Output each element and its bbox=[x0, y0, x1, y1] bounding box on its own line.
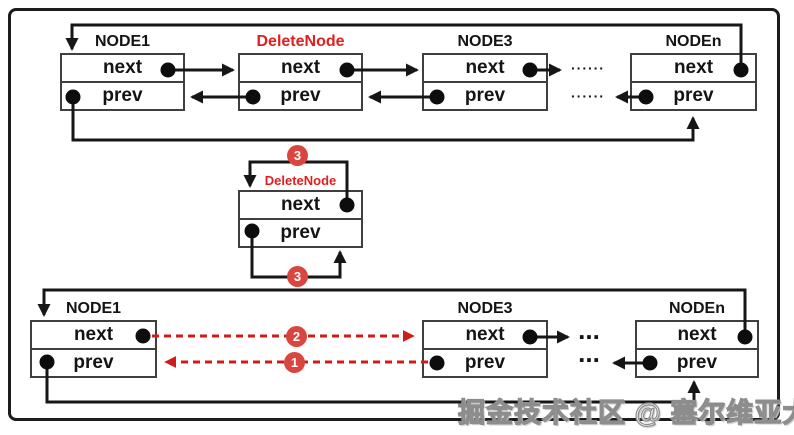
step-badge-2: 2 bbox=[286, 326, 307, 347]
prev-cell: prev bbox=[240, 83, 361, 109]
prev-cell: prev bbox=[424, 350, 546, 376]
next-cell: next bbox=[62, 55, 183, 83]
bottom-node1-box: NODE1 next prev bbox=[30, 300, 157, 378]
step-badge-3-top: 3 bbox=[287, 145, 308, 166]
next-cell-label: next bbox=[280, 194, 321, 215]
next-cell: next bbox=[240, 55, 361, 83]
top-node3-box: NODE3 next prev bbox=[422, 33, 548, 111]
prev-cell-label: prev bbox=[280, 222, 321, 243]
bottom-noden-title: NODEn bbox=[669, 300, 725, 317]
bottom-node1-title: NODE1 bbox=[65, 300, 122, 317]
prev-cell-label: prev bbox=[102, 85, 143, 106]
watermark-text: 掘金技术社区 @ 塞尔维亚大汉 bbox=[457, 397, 794, 428]
top-deletenode-box: DeleteNode next prev bbox=[238, 33, 363, 111]
top-noden-box: NODEn next prev bbox=[630, 33, 757, 111]
ellipsis-top-next: ······ bbox=[571, 60, 605, 76]
next-cell-label: next bbox=[280, 57, 321, 78]
prev-cell-label: prev bbox=[280, 85, 321, 106]
next-cell-label: next bbox=[73, 324, 114, 345]
next-cell: next bbox=[424, 322, 546, 350]
prev-cell-label: prev bbox=[676, 352, 718, 373]
middle-deletenode-box: DeleteNode next prev bbox=[238, 173, 363, 248]
bottom-noden-box: NODEn next prev bbox=[635, 300, 759, 378]
next-cell: next bbox=[240, 192, 361, 220]
top-noden-title: NODEn bbox=[665, 33, 722, 50]
next-cell: next bbox=[424, 55, 546, 83]
middle-deletenode-title: DeleteNode bbox=[264, 173, 337, 188]
top-node3-title: NODE3 bbox=[457, 33, 513, 50]
top-node1-box: NODE1 next prev bbox=[60, 33, 185, 111]
ellipsis-bottom-prev: ... bbox=[578, 338, 600, 368]
next-cell-label: next bbox=[465, 324, 505, 345]
top-node1-title: NODE1 bbox=[94, 33, 151, 50]
ellipsis-top-prev: ······ bbox=[571, 88, 605, 104]
next-cell: next bbox=[637, 322, 757, 350]
next-cell-label: next bbox=[673, 57, 714, 78]
prev-cell-label: prev bbox=[673, 85, 714, 106]
prev-cell: prev bbox=[240, 220, 361, 246]
prev-cell: prev bbox=[637, 350, 757, 376]
bottom-node3-box: NODE3 next prev bbox=[422, 300, 548, 378]
top-deletenode-title: DeleteNode bbox=[256, 33, 345, 50]
prev-cell-label: prev bbox=[464, 85, 506, 106]
step-badge-1: 1 bbox=[284, 352, 305, 373]
prev-cell: prev bbox=[632, 83, 755, 109]
prev-cell: prev bbox=[62, 83, 183, 109]
next-cell-label: next bbox=[102, 57, 143, 78]
prev-cell-label: prev bbox=[464, 352, 506, 373]
next-cell-label: next bbox=[465, 57, 505, 78]
next-cell: next bbox=[32, 322, 155, 350]
next-cell: next bbox=[632, 55, 755, 83]
next-cell-label: next bbox=[677, 324, 717, 345]
prev-cell-label: prev bbox=[73, 352, 114, 373]
step-badge-3-bottom: 3 bbox=[287, 266, 308, 287]
prev-cell: prev bbox=[32, 350, 155, 376]
bottom-node3-title: NODE3 bbox=[457, 300, 513, 317]
prev-cell: prev bbox=[424, 83, 546, 109]
